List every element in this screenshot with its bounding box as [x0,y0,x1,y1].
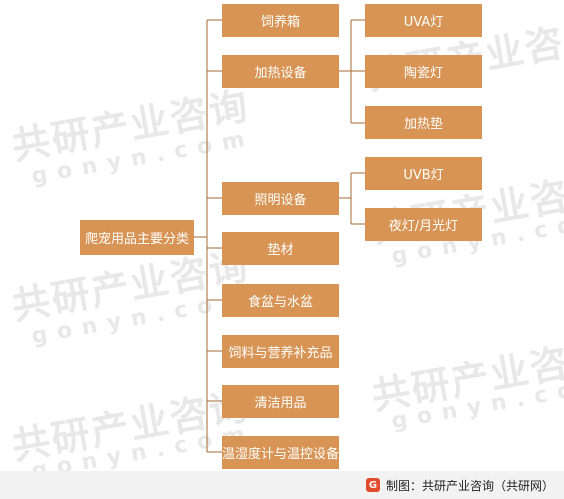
lighting-subnode: UVB灯 [365,157,482,190]
heating-subnode: 加热垫 [365,106,482,139]
heating-subnode: UVA灯 [365,4,482,37]
category-node: 温湿度计与温控设备 [222,436,339,469]
category-node: 照明设备 [222,182,339,215]
category-node: 饲料与营养补充品 [222,335,339,368]
footer-credit: 制图：共研产业咨询（共研网） [385,478,554,493]
category-node: 垫材 [222,232,339,265]
brand-logo-icon: G [365,478,380,492]
footer-bar: G 制图：共研产业咨询（共研网） [0,471,564,499]
lighting-subnode: 夜灯/月光灯 [365,208,482,241]
category-node: 清洁用品 [222,385,339,418]
category-node: 饲养箱 [222,4,339,37]
root-node: 爬宠用品主要分类 [80,220,194,255]
heating-subnode: 陶瓷灯 [365,55,482,88]
category-node: 加热设备 [222,55,339,88]
category-node: 食盆与水盆 [222,284,339,317]
